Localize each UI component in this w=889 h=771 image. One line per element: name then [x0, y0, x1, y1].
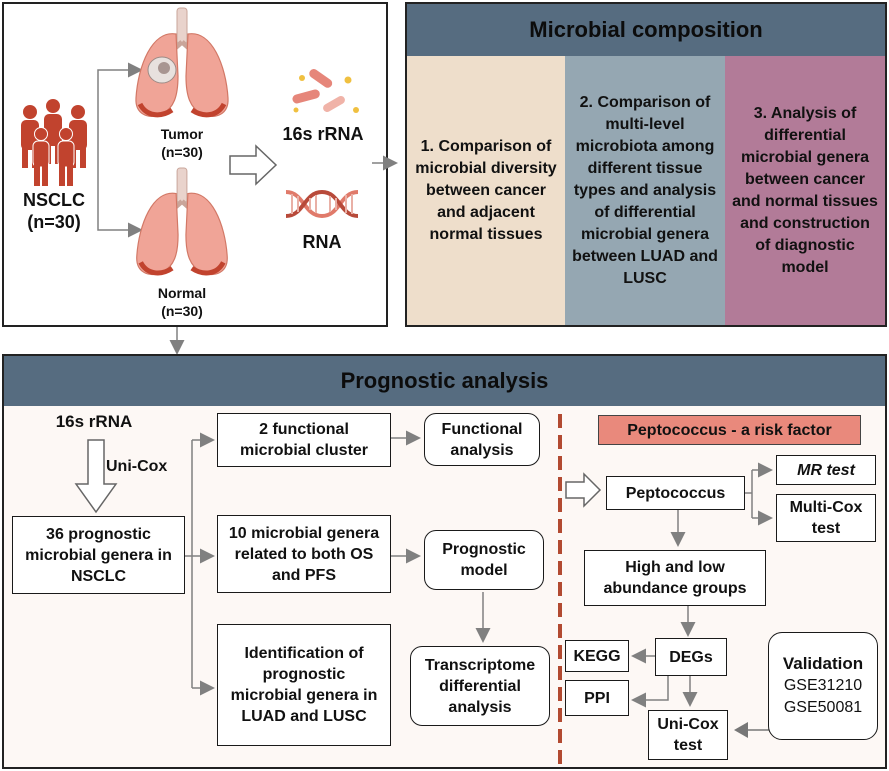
validation-title: Validation [782, 654, 864, 673]
column-3-text: 3. Analysis of differential microbial ge… [732, 104, 878, 276]
column-2-text: 2. Comparison of multi-level microbiota … [572, 93, 718, 287]
risk-factor-banner: Peptococcus - a risk factor [598, 415, 861, 445]
prognostic-genera-box: 36 prognostic microbial genera in NSCLC [12, 516, 185, 594]
mr-test-box: MR test [776, 455, 876, 485]
bacteria-icon [292, 69, 359, 113]
composition-column-2: 2. Comparison of multi-level microbiota … [565, 56, 725, 325]
functional-cluster-box: 2 functional microbial cluster [217, 413, 391, 467]
composition-header: Microbial composition [407, 4, 885, 56]
nsclc-label: NSCLC [23, 190, 85, 210]
normal-label: Normal [157, 285, 207, 301]
dna-helix-icon [285, 189, 359, 219]
functional-analysis-box: Functional analysis [424, 413, 540, 466]
degs-box: DEGs [655, 638, 727, 676]
abundance-groups-box: High and low abundance groups [584, 550, 766, 606]
transcriptome-analysis-box: Transcriptome differential analysis [410, 646, 550, 726]
validation-dataset-1: GSE31210 [783, 677, 863, 694]
composition-column-1: 1. Comparison of microbial diversity bet… [407, 56, 565, 325]
unicox-test-box: Uni-Cox test [648, 710, 728, 760]
peptococcus-box: Peptococcus [606, 476, 745, 510]
to-normal-arrow [97, 175, 143, 238]
hollow-down-arrow [74, 439, 118, 514]
prognostic-model-box: Prognostic model [424, 530, 544, 590]
ppi-box: PPI [565, 680, 629, 716]
prognostic-rrna-label: 16s rRNA [55, 412, 133, 431]
rna-label: RNA [302, 232, 342, 252]
tumor-count: (n=30) [161, 144, 203, 160]
tumor-lungs-icon [135, 7, 229, 118]
to-tumor-arrow [97, 62, 143, 175]
rrna-label: 16s rRNA [282, 124, 364, 144]
hollow-arrow-peptococcus [565, 472, 602, 508]
luad-lusc-genera-box: Identification of prognostic microbial g… [217, 624, 391, 746]
validation-dataset-2: GSE50081 [783, 699, 863, 716]
unicox-label: Uni-Cox [106, 458, 168, 475]
os-pfs-genera-box: 10 microbial genera related to both OS a… [217, 515, 391, 593]
validation-box: Validation GSE31210 GSE50081 [768, 632, 878, 740]
prognostic-header: Prognostic analysis [4, 356, 885, 406]
composition-title: Microbial composition [529, 17, 763, 42]
kegg-box: KEGG [565, 640, 629, 672]
multicox-test-box: Multi-Cox test [776, 494, 876, 542]
nsclc-count: (n=30) [27, 212, 81, 232]
normal-lungs-icon [136, 167, 228, 276]
composition-column-3: 3. Analysis of differential microbial ge… [725, 56, 885, 325]
column-1-text: 1. Comparison of microbial diversity bet… [415, 137, 557, 243]
normal-count: (n=30) [161, 303, 203, 319]
prognostic-title: Prognostic analysis [340, 368, 549, 393]
hollow-right-arrow-icon [229, 144, 278, 186]
tumor-label: Tumor [160, 126, 204, 142]
people-group-icon [21, 99, 87, 186]
